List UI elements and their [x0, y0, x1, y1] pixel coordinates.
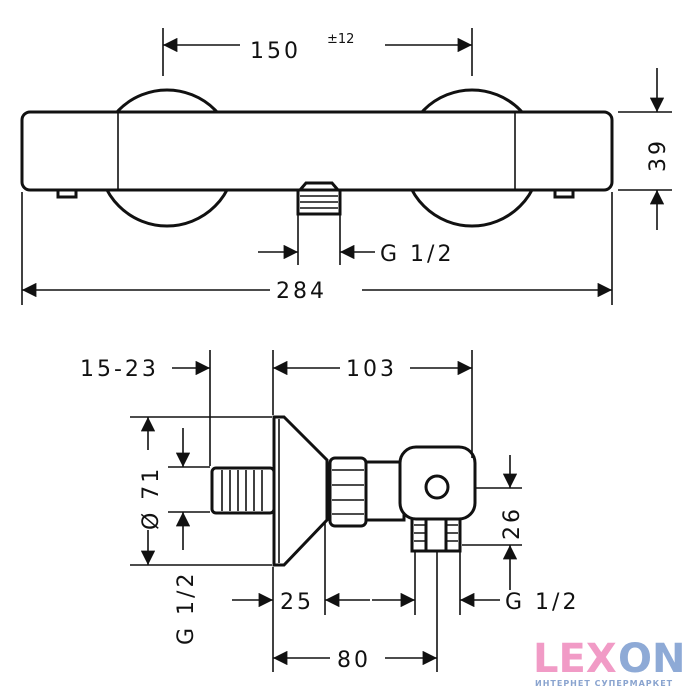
left-foot — [56, 188, 78, 199]
eccentric-range-dimension: 15-23 — [80, 357, 159, 382]
height-dimension: 39 — [646, 138, 671, 172]
outlet-thread-dimension-side: G 1/2 — [505, 590, 579, 615]
length-dimension: 284 — [276, 279, 327, 304]
side-view: 15-23 103 Ø 71 G 1/2 26 25 G 1/2 — [80, 350, 579, 673]
centers-dimension: 150 — [250, 39, 301, 64]
right-foot — [553, 188, 575, 199]
outlet-thread-dimension: G 1/2 — [380, 242, 454, 267]
logo-text-pink: LEX — [533, 636, 617, 682]
outlet-offset-dimension: 26 — [500, 506, 525, 540]
plate-depth-dimension: 25 — [280, 590, 314, 615]
fitting-outline — [210, 415, 477, 567]
inlet-thread-dimension: G 1/2 — [174, 571, 199, 645]
outlet-depth-dimension: 80 — [337, 648, 371, 673]
logo-text-blue: ON — [618, 636, 685, 682]
lexon-logo: LEX ON ИНТЕРНЕТ СУПЕРМАРКЕТ — [533, 636, 685, 688]
outlet-nozzle — [296, 181, 342, 216]
mixer-body — [20, 110, 614, 192]
depth-dimension: 103 — [346, 357, 397, 382]
logo-tagline: ИНТЕРНЕТ СУПЕРМАРКЕТ — [535, 679, 673, 688]
top-view: 150 ±12 39 G 1/2 284 — [20, 28, 672, 305]
rosette-diameter-dimension: Ø 71 — [139, 466, 164, 530]
centers-tolerance: ±12 — [327, 32, 354, 47]
